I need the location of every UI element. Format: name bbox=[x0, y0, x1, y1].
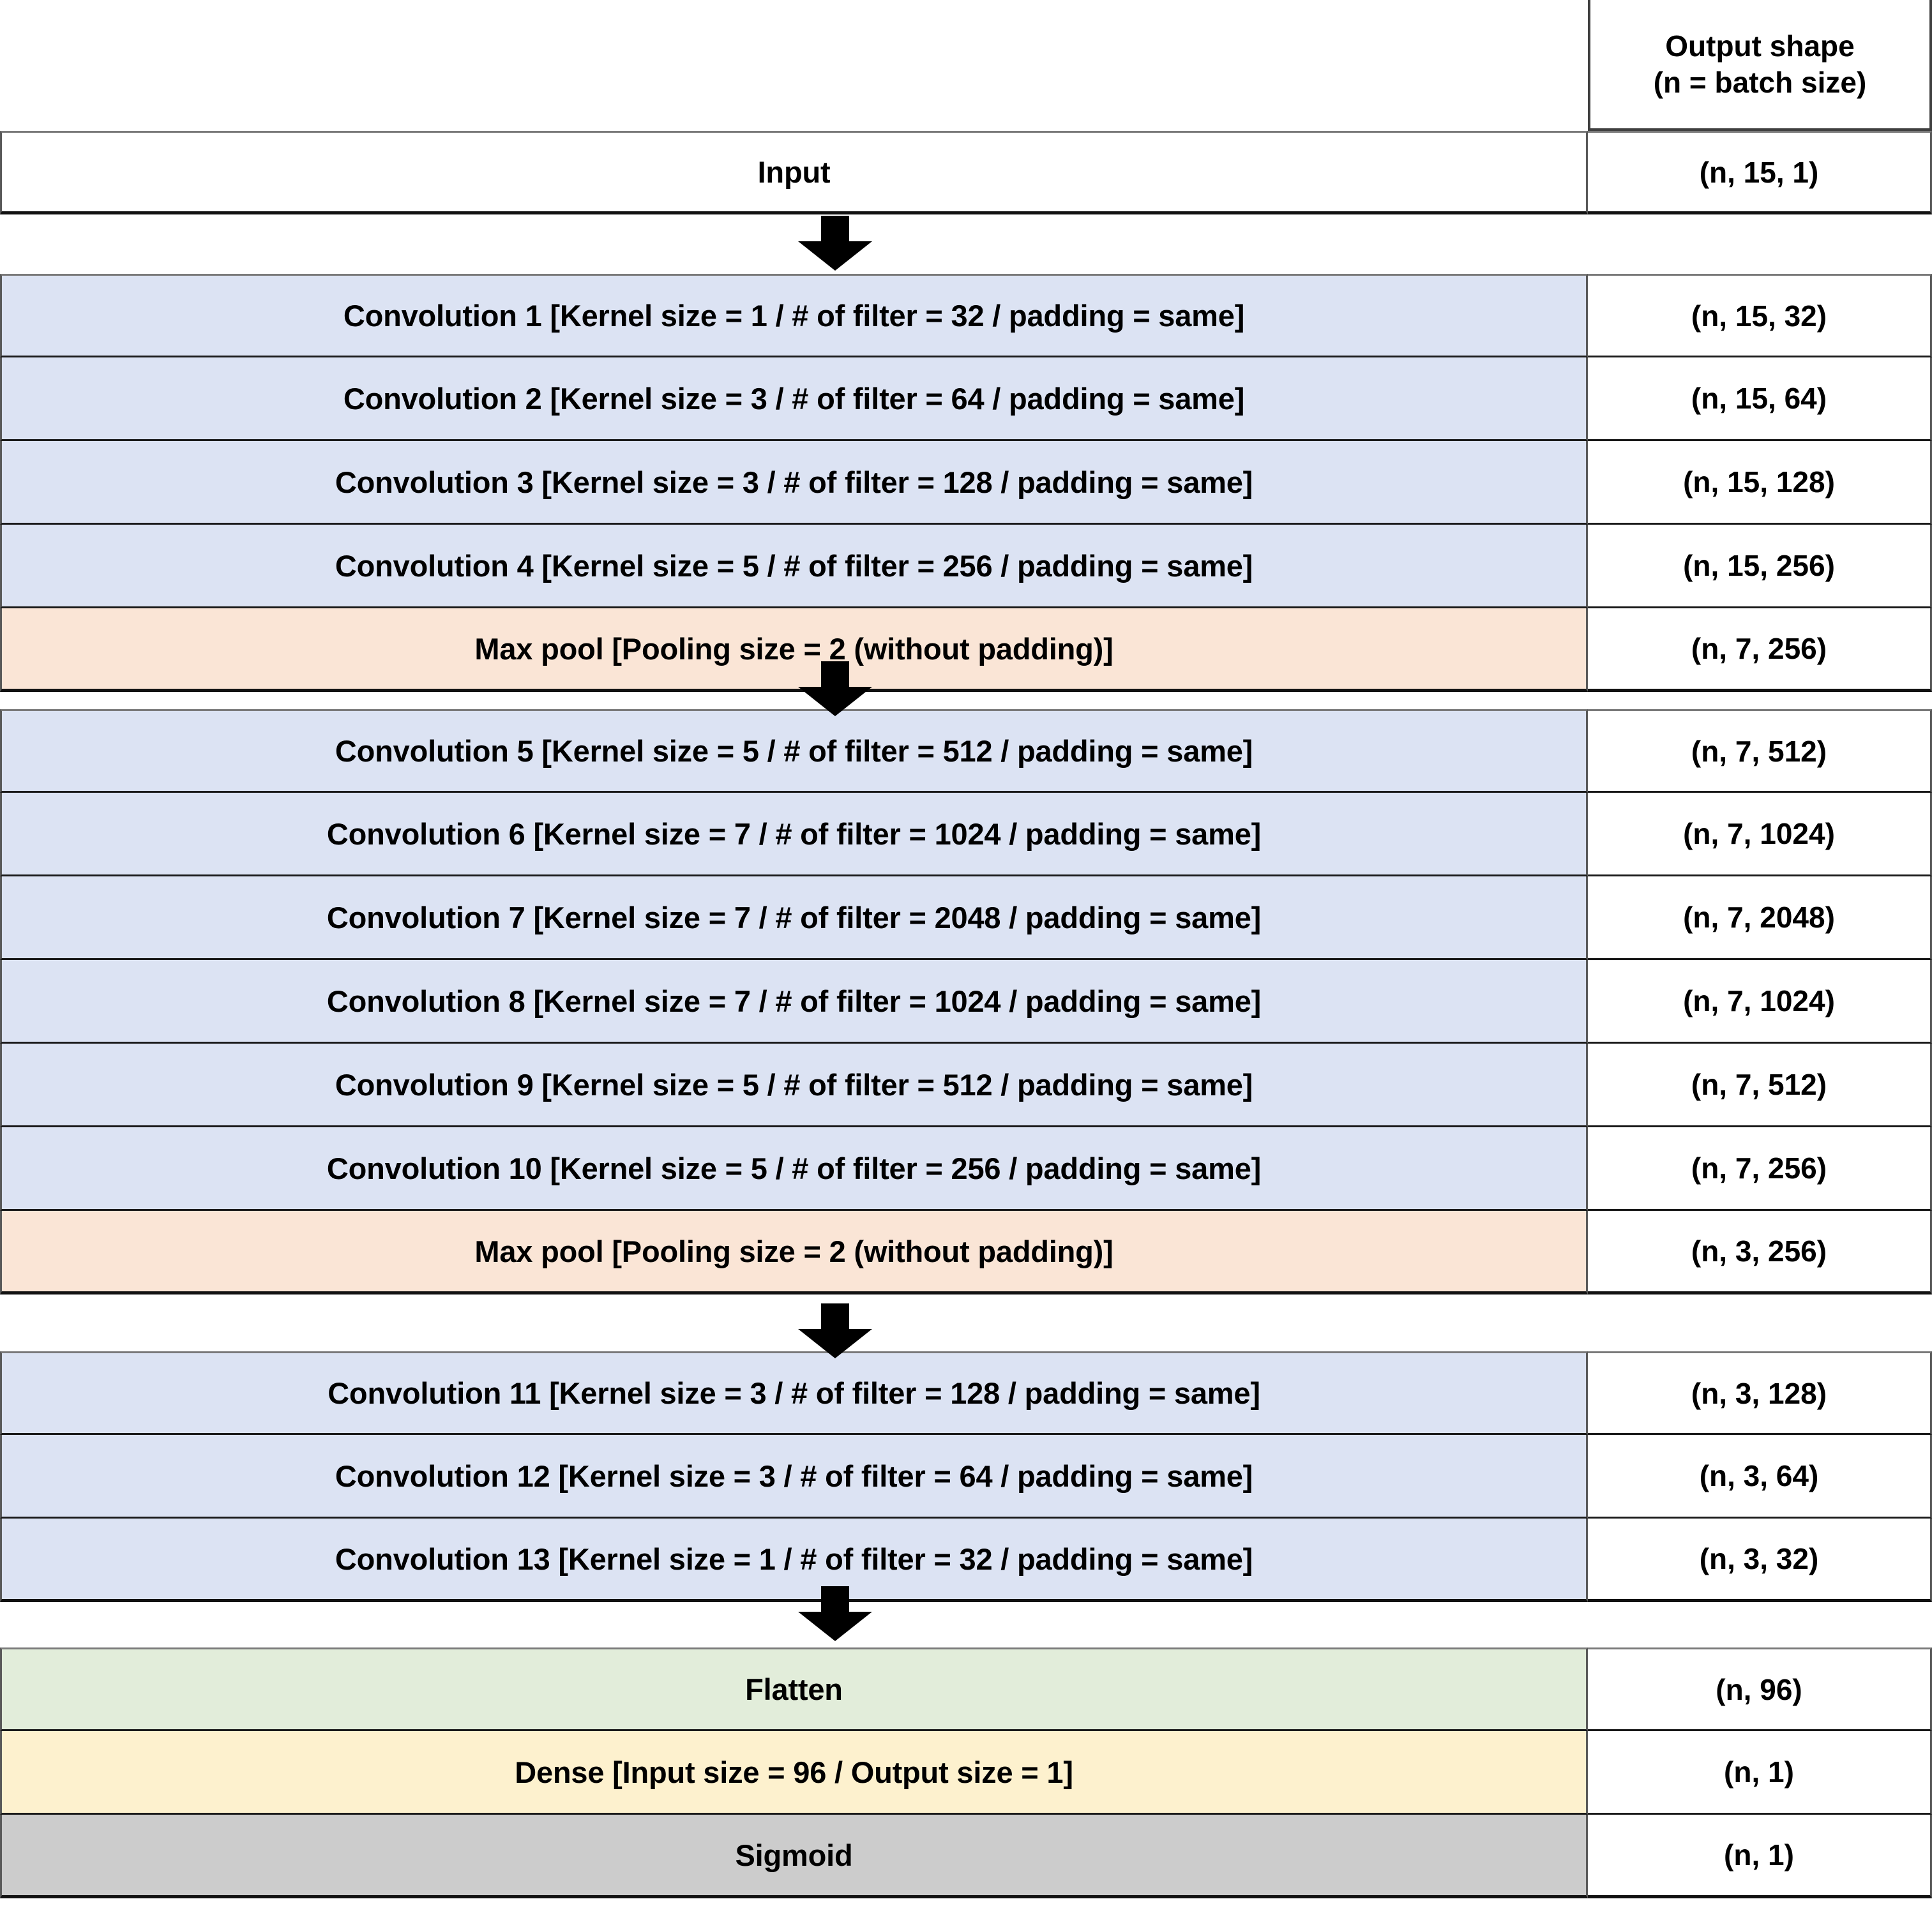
layer-label-conv: Convolution 10 [Kernel size = 5 / # of f… bbox=[0, 1127, 1588, 1211]
layer-label-conv: Convolution 7 [Kernel size = 7 / # of fi… bbox=[0, 876, 1588, 960]
table-row: Convolution 7 [Kernel size = 7 / # of fi… bbox=[0, 876, 1932, 960]
arrow-input-to-block1-icon bbox=[797, 216, 873, 271]
layer-label-conv: Convolution 2 [Kernel size = 3 / # of fi… bbox=[0, 357, 1588, 441]
output-shape-value: (n, 1) bbox=[1588, 1731, 1932, 1815]
output-shape-value: (n, 96) bbox=[1588, 1647, 1932, 1731]
output-shape-value: (n, 7, 512) bbox=[1588, 709, 1932, 793]
output-shape-value: (n, 3, 64) bbox=[1588, 1435, 1932, 1519]
output-shape-value: (n, 15, 64) bbox=[1588, 357, 1932, 441]
output-shape-value: (n, 15, 1) bbox=[1588, 131, 1932, 214]
arrow-block1-to-block2-icon bbox=[797, 661, 873, 716]
layer-label-dense: Dense [Input size = 96 / Output size = 1… bbox=[0, 1731, 1588, 1815]
layer-label-flatten: Flatten bbox=[0, 1647, 1588, 1731]
layer-label-sigmoid: Sigmoid bbox=[0, 1815, 1588, 1898]
table-row: Sigmoid(n, 1) bbox=[0, 1815, 1932, 1898]
head-group: Flatten(n, 96)Dense [Input size = 96 / O… bbox=[0, 1647, 1932, 1898]
header-left-spacer bbox=[0, 0, 1588, 131]
layer-label-conv: Convolution 4 [Kernel size = 5 / # of fi… bbox=[0, 525, 1588, 608]
output-shape-value: (n, 7, 2048) bbox=[1588, 876, 1932, 960]
layer-label-conv: Convolution 8 [Kernel size = 7 / # of fi… bbox=[0, 960, 1588, 1044]
table-row: Max pool [Pooling size = 2 (without padd… bbox=[0, 1211, 1932, 1294]
table-row: Max pool [Pooling size = 2 (without padd… bbox=[0, 608, 1932, 692]
header-row: Output shape (n = batch size) bbox=[0, 0, 1932, 131]
output-shape-title-line1: Output shape bbox=[1665, 29, 1855, 63]
table-row: Convolution 12 [Kernel size = 3 / # of f… bbox=[0, 1435, 1932, 1519]
layer-label-conv: Convolution 11 [Kernel size = 3 / # of f… bbox=[0, 1351, 1588, 1435]
table-row: Convolution 9 [Kernel size = 5 / # of fi… bbox=[0, 1044, 1932, 1127]
output-shape-value: (n, 7, 512) bbox=[1588, 1044, 1932, 1127]
arrow-block3-to-head-icon bbox=[797, 1586, 873, 1641]
output-shape-title-line2: (n = batch size) bbox=[1653, 65, 1867, 99]
layer-label-conv: Convolution 12 [Kernel size = 3 / # of f… bbox=[0, 1435, 1588, 1519]
arrow-block2-to-block3-icon bbox=[797, 1303, 873, 1358]
table-row: Convolution 1 [Kernel size = 1 / # of fi… bbox=[0, 274, 1932, 357]
output-shape-value: (n, 7, 256) bbox=[1588, 608, 1932, 692]
table-row: Convolution 5 [Kernel size = 5 / # of fi… bbox=[0, 709, 1932, 793]
table-row: Flatten(n, 96) bbox=[0, 1647, 1932, 1731]
layer-label-conv: Convolution 5 [Kernel size = 5 / # of fi… bbox=[0, 709, 1588, 793]
output-shape-header: Output shape (n = batch size) bbox=[1588, 0, 1932, 131]
table-row: Dense [Input size = 96 / Output size = 1… bbox=[0, 1731, 1932, 1815]
table-row: Convolution 13 [Kernel size = 1 / # of f… bbox=[0, 1519, 1932, 1602]
output-shape-value: (n, 1) bbox=[1588, 1815, 1932, 1898]
table-row: Input(n, 15, 1) bbox=[0, 131, 1932, 214]
output-shape-value: (n, 3, 128) bbox=[1588, 1351, 1932, 1435]
layer-label-conv: Convolution 1 [Kernel size = 1 / # of fi… bbox=[0, 274, 1588, 357]
output-shape-value: (n, 15, 128) bbox=[1588, 441, 1932, 525]
input-group: Input(n, 15, 1) bbox=[0, 131, 1932, 214]
layer-label-conv: Convolution 9 [Kernel size = 5 / # of fi… bbox=[0, 1044, 1588, 1127]
block-1: Convolution 1 [Kernel size = 1 / # of fi… bbox=[0, 274, 1932, 692]
table-row: Convolution 10 [Kernel size = 5 / # of f… bbox=[0, 1127, 1932, 1211]
layer-label-conv: Convolution 13 [Kernel size = 1 / # of f… bbox=[0, 1519, 1588, 1602]
table-row: Convolution 11 [Kernel size = 3 / # of f… bbox=[0, 1351, 1932, 1435]
output-shape-value: (n, 15, 256) bbox=[1588, 525, 1932, 608]
output-shape-value: (n, 3, 256) bbox=[1588, 1211, 1932, 1294]
layer-label-conv: Convolution 3 [Kernel size = 3 / # of fi… bbox=[0, 441, 1588, 525]
table-row: Convolution 3 [Kernel size = 3 / # of fi… bbox=[0, 441, 1932, 525]
output-shape-value: (n, 15, 32) bbox=[1588, 274, 1932, 357]
output-shape-value: (n, 3, 32) bbox=[1588, 1519, 1932, 1602]
layer-label-input: Input bbox=[0, 131, 1588, 214]
output-shape-value: (n, 7, 1024) bbox=[1588, 960, 1932, 1044]
table-row: Convolution 2 [Kernel size = 3 / # of fi… bbox=[0, 357, 1932, 441]
output-shape-value: (n, 7, 1024) bbox=[1588, 793, 1932, 876]
block-3: Convolution 11 [Kernel size = 3 / # of f… bbox=[0, 1351, 1932, 1602]
table-row: Convolution 8 [Kernel size = 7 / # of fi… bbox=[0, 960, 1932, 1044]
table-row: Convolution 4 [Kernel size = 5 / # of fi… bbox=[0, 525, 1932, 608]
block-2: Convolution 5 [Kernel size = 5 / # of fi… bbox=[0, 709, 1932, 1294]
layer-label-pool: Max pool [Pooling size = 2 (without padd… bbox=[0, 1211, 1588, 1294]
layer-label-pool: Max pool [Pooling size = 2 (without padd… bbox=[0, 608, 1588, 692]
layer-label-conv: Convolution 6 [Kernel size = 7 / # of fi… bbox=[0, 793, 1588, 876]
table-row: Convolution 6 [Kernel size = 7 / # of fi… bbox=[0, 793, 1932, 876]
output-shape-value: (n, 7, 256) bbox=[1588, 1127, 1932, 1211]
